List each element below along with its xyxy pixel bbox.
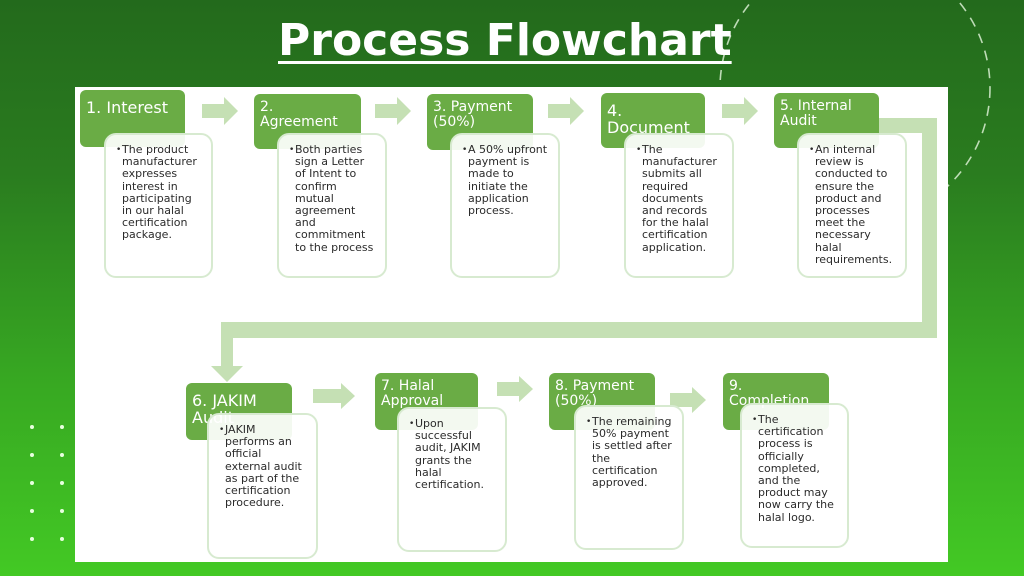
step-3-description: A 50% upfront payment is made to initiat… xyxy=(468,143,548,218)
bullet-icon: • xyxy=(219,425,225,435)
step-9-description: The certification process is officially … xyxy=(758,413,834,524)
right-arrow-icon xyxy=(548,97,584,125)
bullet-icon: • xyxy=(586,417,592,427)
step-8-body: •The remaining 50% payment is settled af… xyxy=(574,405,684,550)
step-7-description: Upon successful audit, JAKIM grants the … xyxy=(415,417,484,492)
page-title: Process Flowchart xyxy=(278,15,732,66)
bullet-icon: • xyxy=(752,415,758,425)
step-5-body: •An internal review is conducted to ensu… xyxy=(797,133,907,278)
right-arrow-icon xyxy=(497,376,533,402)
bullet-icon: • xyxy=(636,145,642,155)
step-7-body: •Upon successful audit, JAKIM grants the… xyxy=(397,407,507,552)
step-6-description: JAKIM performs an official external audi… xyxy=(225,423,302,510)
bullet-icon: • xyxy=(409,419,415,429)
dot-grid-decoration xyxy=(28,423,78,553)
step-4-body: •The manufacturer submits all required d… xyxy=(624,133,734,278)
step-8-description: The remaining 50% payment is settled aft… xyxy=(592,415,672,490)
right-arrow-icon xyxy=(202,97,238,125)
bullet-icon: • xyxy=(289,145,295,155)
step-5-description: An internal review is conducted to ensur… xyxy=(815,143,893,266)
right-arrow-icon xyxy=(722,97,758,125)
step-1-body: •The product manufacturer expresses inte… xyxy=(104,133,213,278)
step-1-description: The product manufacturer expresses inter… xyxy=(122,143,197,242)
step-6-body: •JAKIM performs an official external aud… xyxy=(207,413,318,559)
right-arrow-icon xyxy=(313,383,355,409)
right-arrow-icon xyxy=(375,97,411,125)
step-9-body: •The certification process is officially… xyxy=(740,403,849,548)
bullet-icon: • xyxy=(116,145,122,155)
bullet-icon: • xyxy=(809,145,815,155)
step-4-description: The manufacturer submits all required do… xyxy=(642,143,717,254)
step-2-description: Both parties sign a Letter of Intent to … xyxy=(295,143,374,254)
bullet-icon: • xyxy=(462,145,468,155)
step-2-body: •Both parties sign a Letter of Intent to… xyxy=(277,133,387,278)
step-3-body: •A 50% upfront payment is made to initia… xyxy=(450,133,560,278)
